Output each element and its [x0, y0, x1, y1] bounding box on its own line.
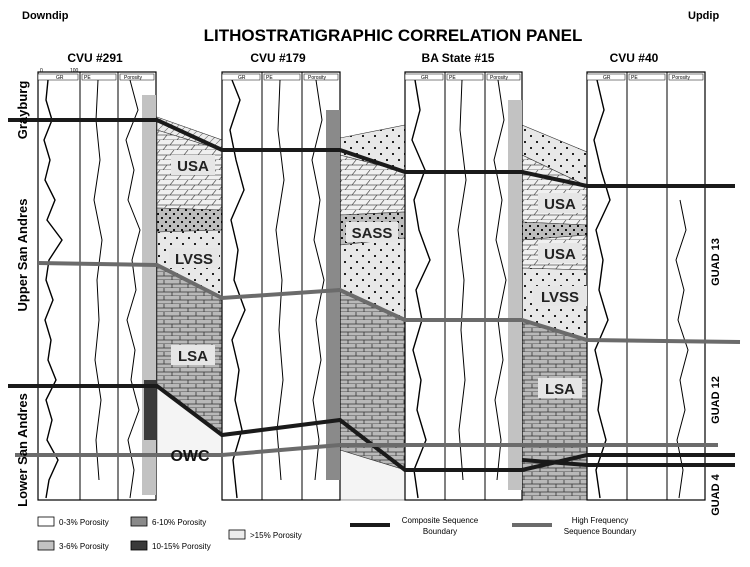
sequence-guad-12: GUAD 12 [710, 376, 722, 424]
unit-labels: USA LVSS LSA OWC SASS USA USA LVSS LSA [169, 155, 587, 465]
legend-label-3-6: 3-6% Porosity [59, 542, 109, 551]
formation-lower-san-andres: Lower San Andres [15, 393, 30, 507]
svg-text:Porosity: Porosity [124, 75, 143, 81]
unit-usa-2: USA [544, 196, 576, 213]
track-header-well-4: GR PE Porosity [586, 73, 704, 81]
unit-lsa-1: LSA [178, 348, 208, 365]
track-header-well-2: GR PE Porosity [221, 73, 339, 81]
legend-hf-label: High Frequency [572, 516, 628, 525]
legend-label-10-15: 10-15% Porosity [152, 542, 211, 551]
unit-usa-3: USA [544, 246, 576, 263]
svg-text:Porosity: Porosity [490, 75, 509, 81]
formation-grayburg: Grayburg [15, 81, 30, 140]
owc-label: OWC [170, 448, 210, 465]
well-1-logs [37, 71, 157, 501]
svg-text:GR: GR [56, 75, 64, 81]
legend-swatch-10-15 [130, 540, 148, 551]
legend-swatch-6-10 [130, 516, 148, 527]
legend-composite-label-2: Boundary [423, 527, 457, 536]
svg-text:Porosity: Porosity [308, 75, 327, 81]
well-name-3: BA State #15 [422, 51, 495, 65]
track-header-well-3: GR PE Porosity [404, 73, 521, 81]
unit-lsa-2: LSA [545, 381, 575, 398]
well-name-2: CVU #179 [250, 51, 306, 65]
unit-usa-1: USA [177, 158, 209, 175]
track-header-well-1: 0 100 GR PE Porosity [37, 68, 155, 81]
track-headers: 0 100 GR PE Porosity GR PE Porosity GR P… [37, 68, 704, 81]
legend: 0-3% Porosity 3-6% Porosity 6-10% Porosi… [37, 516, 637, 551]
sequence-guad-13: GUAD 13 [710, 238, 722, 286]
unit-lvss-1: LVSS [175, 251, 213, 268]
svg-text:PE: PE [631, 75, 638, 81]
legend-label-gt-15: >15% Porosity [250, 531, 302, 540]
svg-text:PE: PE [449, 75, 456, 81]
high-frequency-boundaries [15, 261, 741, 457]
sequence-guad-4: GUAD 4 [710, 473, 722, 515]
svg-text:GR: GR [238, 75, 246, 81]
well-2-logs [221, 71, 341, 501]
legend-swatch-3-6 [37, 540, 55, 551]
formation-upper-san-andres: Upper San Andres [15, 199, 30, 312]
legend-label-6-10: 6-10% Porosity [152, 518, 206, 527]
legend-swatch-gt-15 [228, 529, 246, 540]
svg-text:100: 100 [70, 68, 79, 74]
panel-title: LITHOSTRATIGRAPHIC CORRELATION PANEL [204, 26, 583, 45]
svg-text:PE: PE [266, 75, 273, 81]
svg-text:Porosity: Porosity [672, 75, 691, 81]
legend-composite-label: Composite Sequence [402, 516, 479, 525]
well-4-logs [586, 71, 706, 501]
downdip-label: Downdip [22, 10, 69, 22]
legend-swatch-0-3 [37, 516, 55, 527]
well-name-1: CVU #291 [67, 51, 123, 65]
legend-label-0-3: 0-3% Porosity [59, 518, 109, 527]
updip-label: Updip [688, 10, 719, 22]
well-3-logs [404, 71, 523, 501]
legend-hf-label-2: Sequence Boundary [564, 527, 637, 536]
svg-text:GR: GR [603, 75, 611, 81]
svg-text:GR: GR [421, 75, 429, 81]
unit-lvss-2: LVSS [541, 289, 579, 306]
well-name-4: CVU #40 [610, 51, 659, 65]
svg-text:0: 0 [40, 68, 43, 74]
svg-text:PE: PE [84, 75, 91, 81]
unit-sass: SASS [352, 225, 393, 242]
